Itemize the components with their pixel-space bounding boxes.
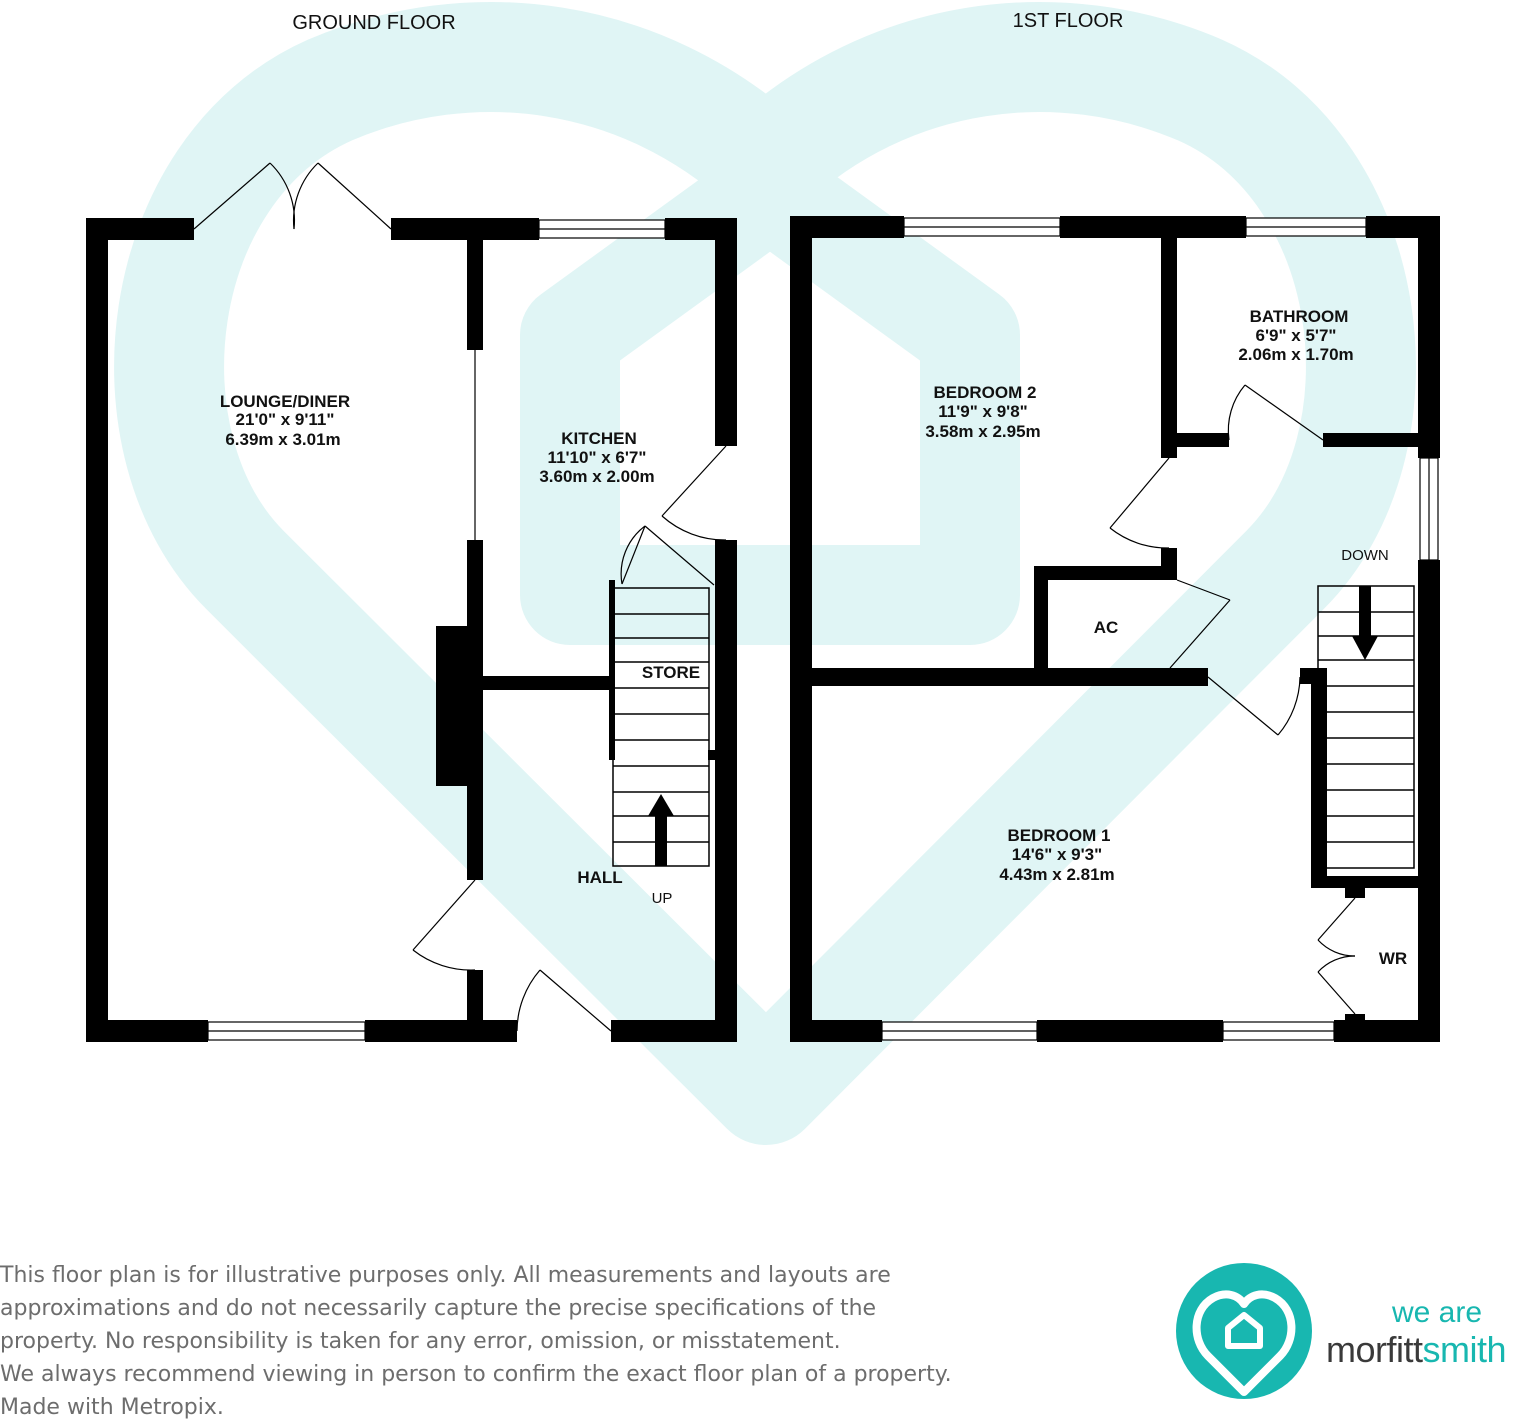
bedroom2-name: BEDROOM 2 xyxy=(934,383,1037,402)
brand-morfitt: morfitt xyxy=(1326,1329,1423,1370)
heart-house-icon xyxy=(1176,1263,1312,1399)
first-floor-title: 1ST FLOOR xyxy=(1013,10,1124,32)
kitchen-metric: 3.60m x 2.00m xyxy=(539,467,654,486)
down-arrow-icon xyxy=(1352,586,1378,660)
bedroom1-name: BEDROOM 1 xyxy=(1008,826,1111,845)
bathroom-metric: 2.06m x 1.70m xyxy=(1238,345,1353,364)
ac-name: AC xyxy=(1094,618,1119,637)
bedroom2-imperial: 11'9" x 9'8" xyxy=(938,402,1027,421)
watermark-heart-icon xyxy=(114,2,1416,1145)
bedroom2-metric: 3.58m x 2.95m xyxy=(925,422,1040,441)
store-name: STORE xyxy=(642,663,700,682)
first-floor-stairs xyxy=(1317,585,1415,869)
kitchen-name: KITCHEN xyxy=(561,429,637,448)
ground-floor-title: GROUND FLOOR xyxy=(292,12,455,34)
bathroom-imperial: 6'9" x 5'7" xyxy=(1256,326,1337,345)
hall-name: HALL xyxy=(577,868,622,887)
disclaimer-line: approximations and do not necessarily ca… xyxy=(0,1296,877,1321)
stairs-down-label: DOWN xyxy=(1341,547,1389,564)
lounge-diner-metric: 6.39m x 3.01m xyxy=(225,430,340,449)
disclaimer: This floor plan is for illustrative purp… xyxy=(0,1259,1060,1424)
ground-floor-walls xyxy=(86,218,737,1042)
disclaimer-line: We always recommend viewing in person to… xyxy=(0,1362,952,1387)
first-floor-openings xyxy=(881,217,1439,1041)
kitchen-imperial: 11'10" x 6'7" xyxy=(548,448,647,467)
up-arrow-icon xyxy=(648,794,674,866)
wr-name: WR xyxy=(1379,949,1407,968)
disclaimer-line: property. No responsibility is taken for… xyxy=(0,1329,841,1354)
lounge-diner-name: LOUNGE/DINER xyxy=(220,392,350,411)
stairs-up-label: UP xyxy=(652,890,673,907)
first-floor-walls xyxy=(790,216,1440,1042)
brand-line1: we are xyxy=(1391,1296,1482,1329)
bathroom-name: BATHROOM xyxy=(1250,307,1349,326)
brand-line2: morfittsmith xyxy=(1326,1329,1507,1370)
ground-floor-stairs xyxy=(612,587,710,867)
disclaimer-line: Made with Metropix. xyxy=(0,1395,224,1420)
ground-floor-openings xyxy=(193,162,727,1041)
brand-smith: smith xyxy=(1422,1329,1507,1370)
lounge-diner-imperial: 21'0" x 9'11" xyxy=(236,410,335,429)
bedroom1-imperial: 14'6" x 9'3" xyxy=(1012,845,1102,864)
bedroom1-metric: 4.43m x 2.81m xyxy=(999,865,1114,884)
disclaimer-line: This floor plan is for illustrative purp… xyxy=(0,1263,891,1288)
brand-wordmark: we are morfittsmith xyxy=(1326,1296,1507,1370)
